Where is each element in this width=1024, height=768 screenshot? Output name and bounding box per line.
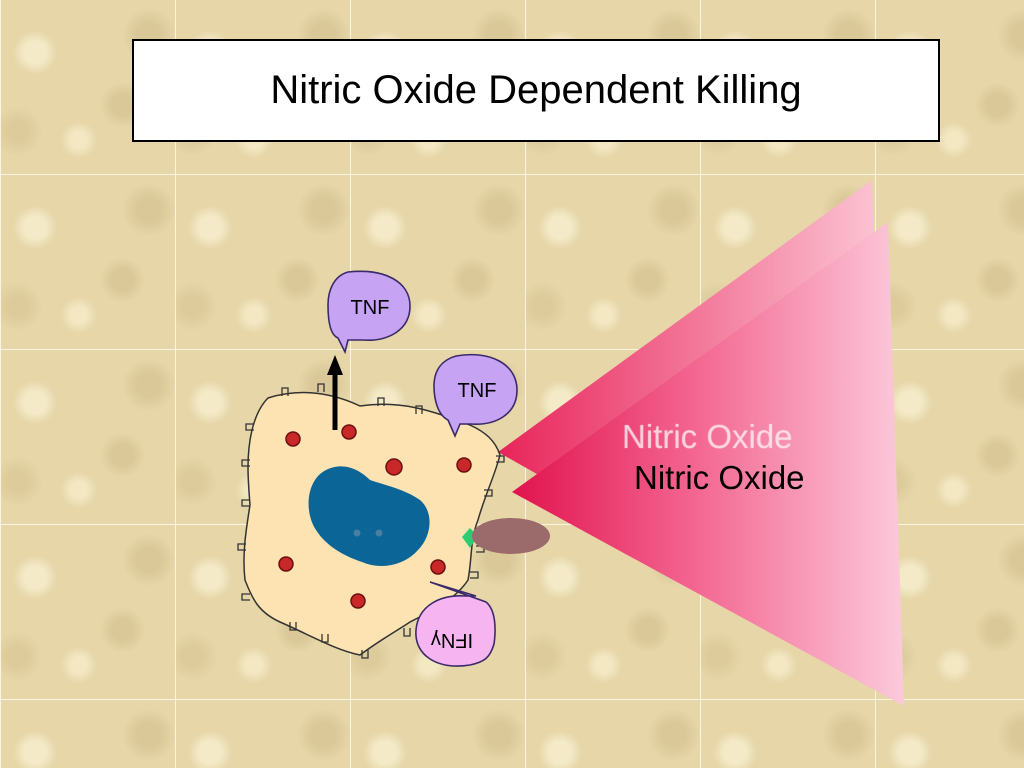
granule (430, 559, 446, 575)
nitric-oxide-cone-front (512, 222, 904, 706)
granule (456, 457, 472, 473)
tnf-bubble-top (327, 270, 411, 355)
bacterium (472, 518, 550, 554)
up-arrow-icon (327, 355, 343, 430)
granule (385, 458, 403, 476)
nucleolus (353, 529, 361, 537)
nitric-oxide-label: Nitric Oxide (634, 459, 805, 496)
nitric-oxide-ghost-label: Nitric Oxide (622, 418, 793, 455)
membrane-receptors (237, 383, 505, 659)
granule (285, 431, 301, 447)
tnf-label-top: TNF (351, 297, 390, 319)
ifn-label: IFNγ (431, 629, 473, 651)
granule (350, 593, 366, 609)
page-title: Nitric Oxide Dependent Killing (270, 68, 802, 112)
nucleolus (375, 529, 383, 537)
nucleus (308, 466, 430, 566)
granule (341, 424, 357, 440)
granules (278, 424, 472, 609)
tnf-bubble-right (433, 353, 518, 439)
granule (278, 556, 294, 572)
ifn-bubble (415, 581, 496, 667)
title-box: Nitric Oxide Dependent Killing (132, 39, 940, 142)
tnf-label-right: TNF (458, 380, 497, 402)
